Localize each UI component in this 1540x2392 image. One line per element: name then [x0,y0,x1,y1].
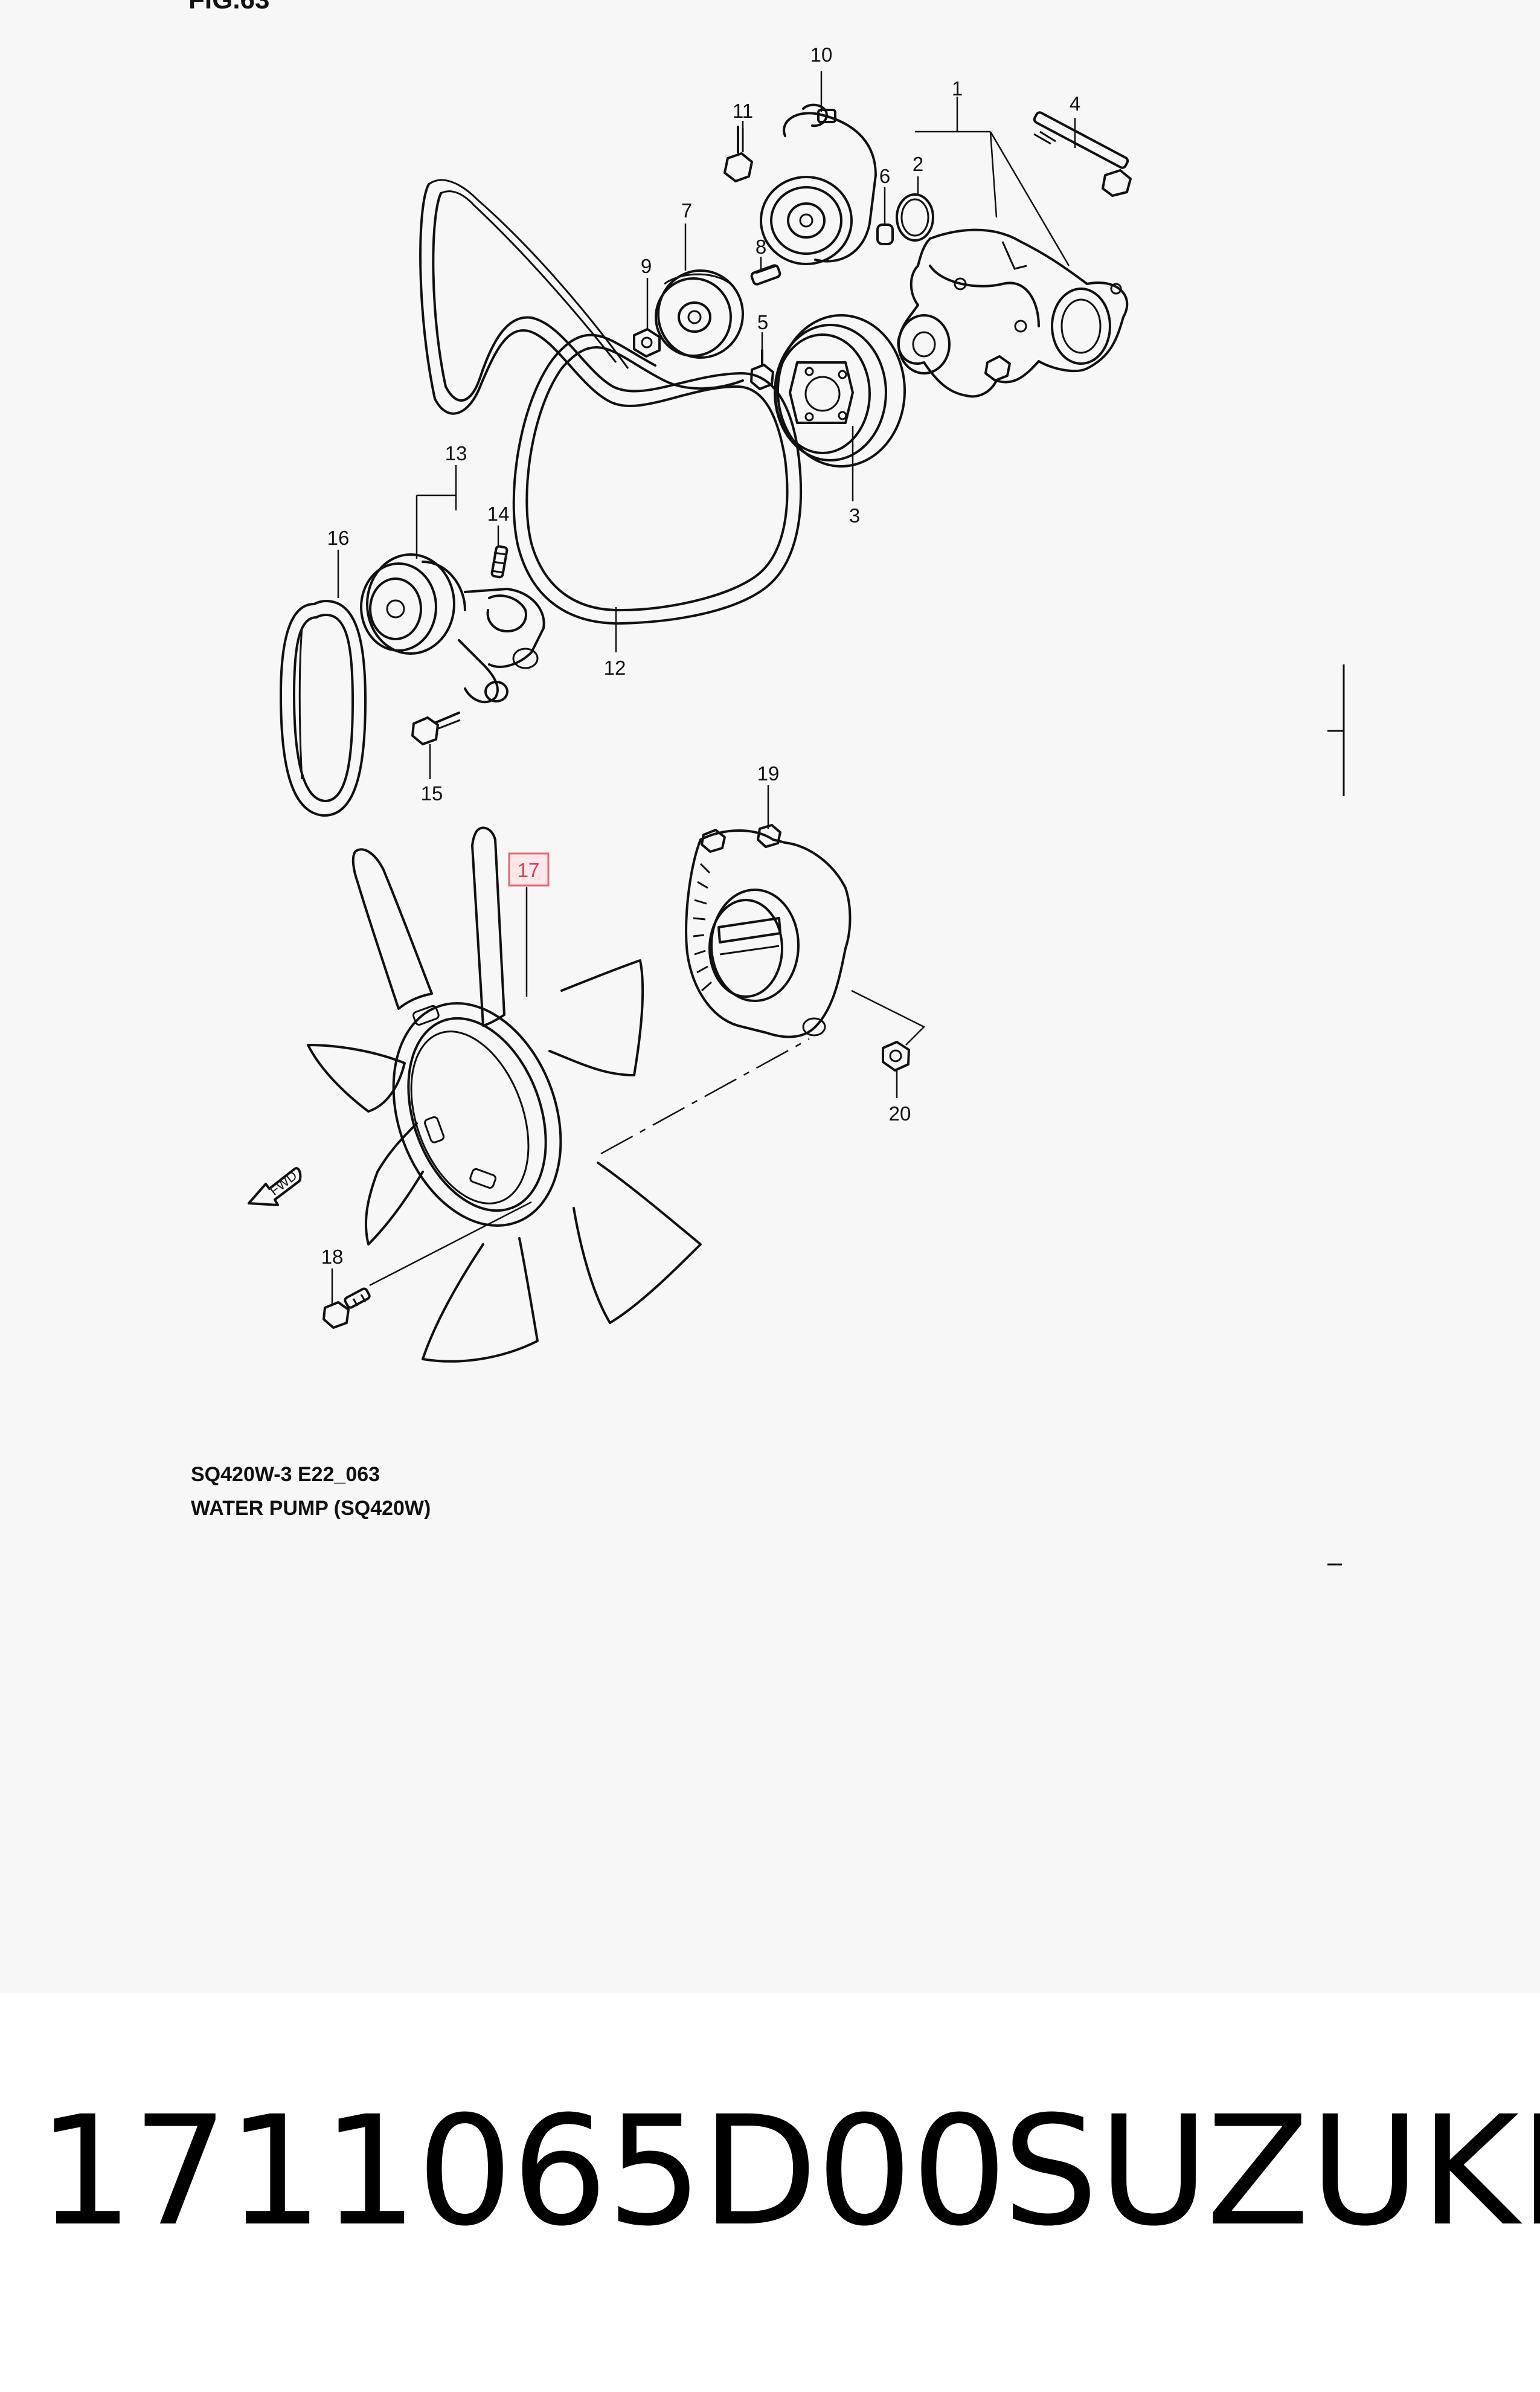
callout-12: 12 [604,657,626,679]
highlighted-callout-17[interactable]: 17 [508,852,550,887]
bolt-11 [723,126,753,182]
diagram-code: SQ420W-3 E22_063 [191,1463,380,1486]
tensioner-assembly [360,553,545,704]
diagram-panel: FIG.63 [188,0,1345,1566]
bolt-18 [322,1287,371,1329]
callout-11: 11 [733,100,753,122]
callout-10: 10 [810,43,833,66]
leader-lines [331,71,1076,1304]
callout-13: 13 [445,442,467,465]
water-pump-pulley [774,314,906,468]
cooling-fan [307,826,702,1363]
nut-20 [882,1041,910,1072]
v-belt [280,600,367,817]
fwd-arrow-icon: FWD [248,1167,302,1206]
fan-clutch [685,824,852,1038]
callout-17: 17 [518,859,540,881]
assembly-centerline [600,1038,810,1155]
callouts: 10 11 1 2 4 6 7 8 9 5 3 12 13 14 15 16 1… [321,43,1081,1268]
callout-18: 18 [321,1246,344,1268]
callout-5: 5 [757,311,768,333]
serpentine-belt [419,179,803,625]
callout-6: 6 [879,165,890,187]
callout-3: 3 [849,504,860,527]
figure-header: FIG.63 [188,0,270,14]
part-number: 1711065D00 [37,2083,1007,2259]
o-ring-2 [896,193,934,242]
water-pump-body [897,228,1129,398]
bolt-15 [411,712,461,745]
callout-7: 7 [681,199,692,222]
idler-pulley [655,269,744,359]
brand-name: SUZUKI [1003,2083,1540,2259]
callout-20: 20 [889,1102,911,1125]
diagram-title: WATER PUMP (SQ420W) [191,1497,431,1520]
callout-16: 16 [327,527,350,549]
tensioner-pulley [760,103,877,265]
callout-1: 1 [952,77,963,100]
callout-4: 4 [1070,92,1080,115]
bolt-14 [490,545,509,579]
callout-9: 9 [641,255,652,277]
callout-15: 15 [421,782,443,805]
bolt-5 [750,349,774,390]
stud-8 [750,264,781,286]
callout-14: 14 [487,503,510,525]
nut-9 [633,328,661,358]
bolt-4 [1033,111,1132,197]
callout-8: 8 [756,236,766,258]
dowel-pin-6 [876,223,894,245]
callout-2: 2 [913,153,923,175]
exploded-parts-diagram: FIG.63 [188,0,1345,1566]
callout-19: 19 [757,762,780,785]
